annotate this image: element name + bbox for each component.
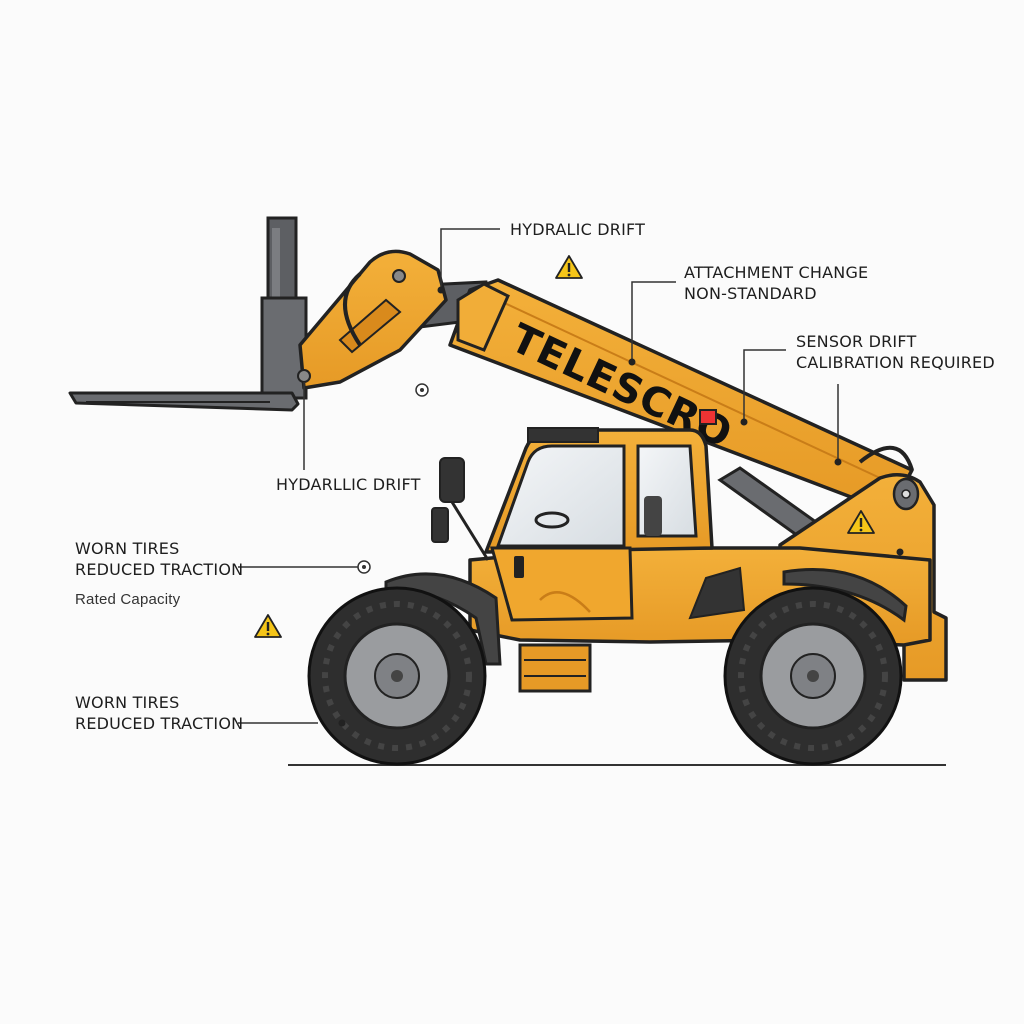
callout-sensor-drift: SENSOR DRIFT CALIBRATION REQUIRED: [796, 331, 995, 373]
callout-text-line1: ATTACHMENT CHANGE: [684, 263, 869, 282]
callout-rated-capacity: Rated Capacity: [75, 589, 180, 610]
callout-text-line2: CALIBRATION REQUIRED: [796, 353, 995, 372]
callout-text-line1: WORN TIRES: [75, 539, 180, 558]
callout-leaders: [238, 228, 839, 724]
callout-text-line2: NON-STANDARD: [684, 284, 817, 303]
callout-worn-tires-lower: WORN TIRES REDUCED TRACTION: [75, 692, 243, 734]
callout-attachment-change: ATTACHMENT CHANGE NON-STANDARD: [684, 262, 868, 304]
warning-icon: [847, 510, 875, 534]
callout-text-line2: REDUCED TRACTION: [75, 560, 244, 579]
fork-carriage: [68, 216, 308, 412]
callout-dots: [338, 286, 904, 727]
warning-icon: [254, 614, 282, 638]
warning-icon: [555, 255, 583, 279]
operator-cab: [431, 409, 717, 622]
callout-text-line2: REDUCED TRACTION: [75, 714, 244, 733]
leader-hydraulic-drift-top: [440, 228, 500, 290]
rear-fender: [782, 568, 908, 623]
callout-text: HYDARLLIC DRIFT: [276, 475, 421, 494]
target-markers: [357, 383, 429, 574]
callout-hydraulic-drift-top: HYDRALIC DRIFT: [510, 219, 645, 240]
callout-text-line1: SENSOR DRIFT: [796, 332, 917, 351]
callout-text: Rated Capacity: [75, 591, 181, 608]
rear-wheel: [723, 586, 903, 766]
leader-attachment-change: [631, 281, 676, 362]
front-wheel: [307, 586, 487, 766]
leader-sensor-drift: [743, 349, 786, 422]
callout-worn-tires-upper: WORN TIRES REDUCED TRACTION: [75, 538, 243, 580]
callout-text-line1: WORN TIRES: [75, 693, 180, 712]
callout-text: HYDRALIC DRIFT: [510, 220, 646, 239]
callout-hydraulic-drift-left: HYDARLLIC DRIFT: [276, 474, 421, 495]
